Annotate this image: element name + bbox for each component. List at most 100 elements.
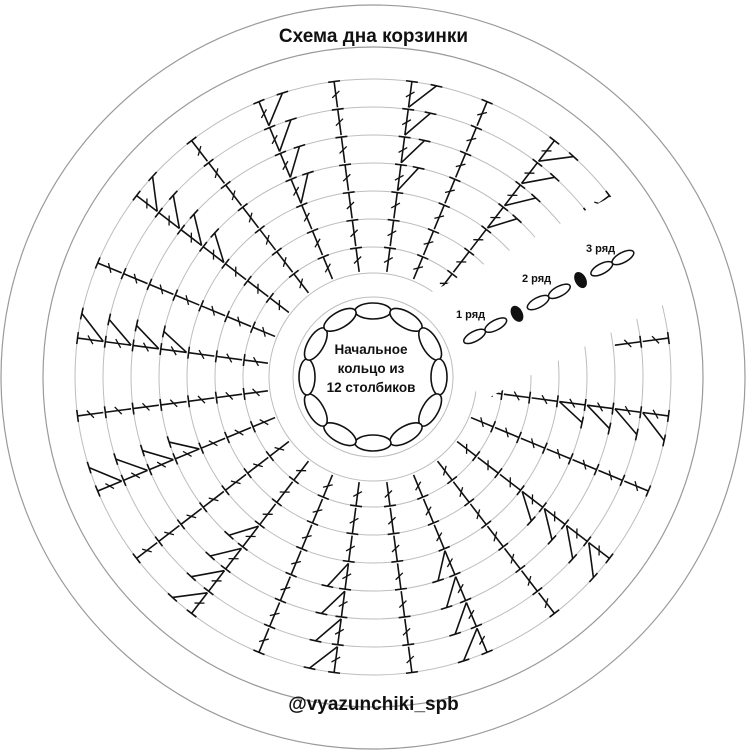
stitch-top [471,450,481,462]
increase-stitch [213,232,225,263]
stitch-top [317,253,330,260]
increase-stitch [396,167,420,192]
stitch-top [515,431,523,444]
stitch-cross [391,544,400,553]
stitch-cross [556,448,561,459]
stitch-top [583,398,587,411]
stitch-top [242,353,246,367]
increase-stitch [191,569,225,578]
stitch-top [263,623,276,630]
increase-stitch-top [315,611,328,616]
increase-stitch-top [168,190,178,201]
stitch-top [567,453,574,465]
stitch-cross [282,160,289,171]
stitch-top [639,335,643,348]
stitch-cross [324,263,331,273]
increase-stitch-top [530,193,541,203]
stitch-top [214,391,218,404]
stitch-top [335,615,348,619]
stitch-top [220,180,231,190]
stitch-top [449,176,461,183]
stitch-top [306,519,319,527]
stitch-cross [623,339,632,348]
stitch-top [349,504,363,508]
stitch-top [582,536,592,547]
stitch-cross [197,395,206,404]
increase-stitch [168,441,200,450]
stitch-cross [395,572,404,581]
stitch-top [449,571,461,578]
increase-stitch [172,195,181,229]
stitch-top [470,124,483,131]
stitch-cross [425,506,432,516]
increase-stitch [504,197,537,207]
stitch-cross [169,399,178,408]
stitch-top [237,202,248,212]
increase-stitch [614,408,638,436]
increase-stitch [278,119,292,152]
increase-stitch [172,591,208,599]
increase-stitch-top [139,444,146,457]
guide-ring [74,78,672,676]
stitch-top [416,253,429,260]
stitch-cross [405,91,415,98]
stitch-top [186,609,197,618]
increase-stitch-top [134,319,139,332]
stitch-cross [335,118,344,127]
increase-stitch-top [607,422,612,435]
stitch-top [146,278,153,291]
stitch-cross [387,230,397,237]
stitch-top [383,504,397,508]
stitch-top [339,163,352,167]
increase-stitch [135,324,160,350]
stitch-cross [513,391,520,401]
stitch-top [253,98,265,105]
stitch-top [198,442,205,455]
stitch-cross [423,241,434,245]
stitch-top [221,258,230,270]
stitch-cross [608,470,613,481]
stitch-top [459,150,472,157]
stitch-top [666,332,671,345]
stitch-top [515,180,526,190]
increase-stitch-top [166,436,172,449]
stitch-top [498,202,509,212]
stitch-top [470,623,483,630]
stitch-top [463,498,475,507]
stitch-cross [322,484,333,488]
stitch-top [391,559,404,563]
increase-stitch [462,627,478,662]
stitch-cross [544,598,549,609]
stitch-cross [226,353,233,363]
stitch-cross [141,548,152,553]
stitch-top [402,643,415,647]
increase-stitch-top [449,631,462,637]
stitch-top [402,107,415,111]
stitch-top [555,395,559,408]
stitch-top [416,494,429,501]
stitch-top [103,406,107,419]
stitch-top [427,519,440,527]
stitch-top [405,670,418,675]
stitch-cross [252,388,260,397]
increase-stitch-top [568,151,579,162]
stitch-top [249,321,256,334]
increase-stitch [521,176,555,185]
stitch-cross [115,338,122,349]
stitch-top [398,135,411,139]
stitch-top [172,453,179,465]
stitch-cross [133,273,138,284]
stitch-top [398,615,411,619]
stitch-top [387,532,400,536]
guide-ring [214,218,532,536]
stitch-cross [334,628,345,635]
stitch-top [131,402,135,415]
stitch-cross [569,398,576,408]
stitch-top [94,257,101,269]
stitch-cross [225,391,234,400]
stitch-cross [505,427,509,438]
stitch-top [159,398,163,411]
stitch-top [132,553,141,564]
stitch-top [198,502,208,513]
stitch-top [619,474,626,487]
